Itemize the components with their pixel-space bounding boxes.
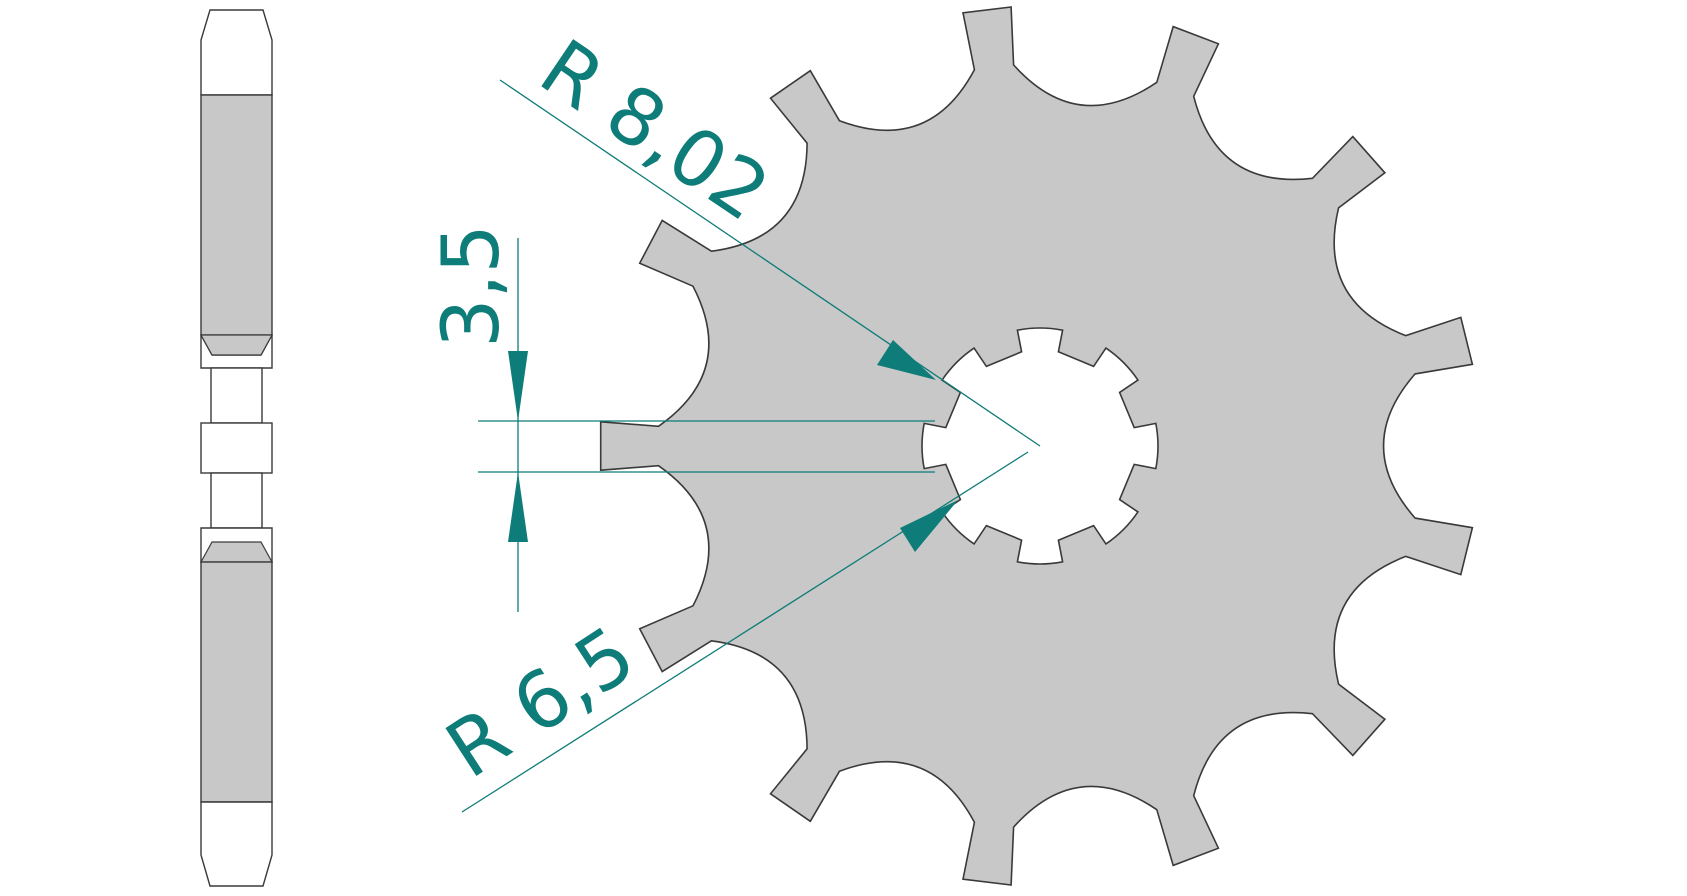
outer-radius-label: R 8,02 bbox=[524, 23, 784, 239]
side-view-upper-chamfer-grey bbox=[199, 334, 274, 356]
spline-width-label: 3,5 bbox=[427, 224, 517, 348]
side-view-hub-upper bbox=[210, 367, 263, 424]
side-view-upper-body bbox=[200, 94, 273, 336]
side-view-top-tip bbox=[200, 9, 273, 96]
side-view-hub-center bbox=[200, 422, 273, 474]
side-view bbox=[199, 9, 274, 887]
side-view-lower-body bbox=[200, 561, 273, 803]
side-view-bottom-tip bbox=[200, 801, 273, 887]
side-view-lower-chamfer-grey bbox=[199, 541, 274, 563]
side-view-hub-lower bbox=[210, 472, 263, 529]
inner-radius-label: R 6,5 bbox=[431, 610, 650, 796]
inner-radius-arrowhead bbox=[900, 500, 958, 552]
dimension-arrows bbox=[508, 340, 958, 552]
outer-radius-leader bbox=[499, 79, 1041, 447]
spline-width-arrow-top bbox=[508, 351, 528, 421]
spline-width-arrow-bottom bbox=[508, 472, 528, 542]
outer-radius-arrowhead bbox=[877, 340, 936, 380]
